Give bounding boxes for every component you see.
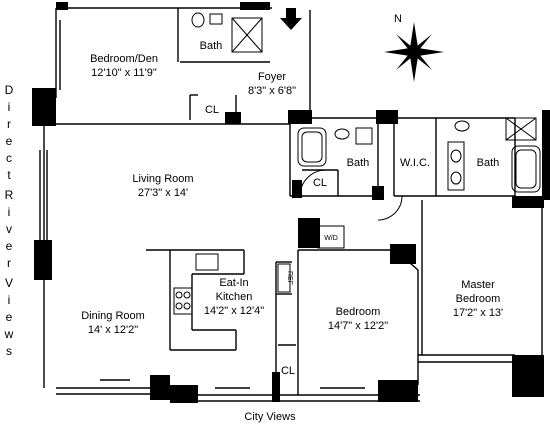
dining-room-name: Dining Room [81, 310, 145, 322]
river-letter: e [6, 134, 13, 148]
river-letter: w [4, 327, 14, 341]
closet-den-label: CL [205, 104, 219, 116]
solid-walls [32, 2, 550, 403]
river-letter: R [5, 188, 14, 202]
river-letter: r [7, 256, 11, 270]
bedroom-den-name: Bedroom/Den [90, 53, 158, 65]
wic-name: W.I.C. [400, 157, 430, 169]
bathtub-icon [297, 127, 327, 167]
bathtub-icon [511, 145, 541, 193]
master-bedroom-size: 17'2" x 13' [453, 307, 503, 319]
bedroom-den-size: 12'10" x 11'9" [91, 67, 157, 79]
river-letter: e [6, 239, 13, 253]
closet-mid-label: CL [313, 177, 327, 189]
city-views-label: City Views [244, 411, 296, 423]
foyer-name: Foyer [258, 71, 286, 83]
kitchen-name-line1: Eat-In [219, 277, 248, 289]
refrigerator-label: REF [286, 271, 293, 285]
closet-bed-label: CL [281, 365, 295, 377]
river-letter: t [7, 168, 11, 182]
fixtures [173, 12, 541, 315]
compass-label: N [394, 13, 402, 25]
living-room-name: Living Room [132, 173, 193, 185]
river-letter: e [6, 310, 13, 324]
compass-rose-icon [384, 22, 444, 82]
toilet-icon [191, 12, 205, 28]
washer-dryer-box [317, 225, 345, 249]
door-swing [299, 169, 327, 197]
river-views-label: D i r e c t R i v e r V i e w s [4, 83, 14, 358]
river-letter: i [8, 100, 11, 114]
toilet-icon [454, 120, 470, 132]
foyer-size: 8'3" x 6'8" [248, 85, 296, 97]
entry-arrow-icon [280, 8, 302, 30]
shower-icon [505, 117, 537, 141]
river-letter: v [6, 222, 12, 236]
sink-icon [209, 13, 223, 25]
bath-mid-name: Bath [347, 157, 370, 169]
refrigerator-box [277, 263, 291, 293]
room-labels: Bedroom/Den 12'10" x 11'9" Bath Foyer 8'… [81, 40, 503, 377]
bath-master-name: Bath [477, 157, 500, 169]
sink-icon [355, 127, 373, 145]
river-letter: i [8, 293, 11, 307]
shower-icon [231, 17, 263, 53]
river-letter: V [5, 276, 13, 290]
dining-room-size: 14' x 12'2" [88, 324, 138, 336]
stove-icon [173, 287, 193, 315]
river-letter: i [8, 205, 11, 219]
bedroom-size: 14'7" x 12'2" [328, 320, 388, 332]
double-sink-icon [447, 141, 465, 191]
toilet-icon [334, 128, 350, 140]
living-room-size: 27'3" x 14' [138, 187, 188, 199]
bath-top-name: Bath [200, 40, 223, 52]
door-swing [377, 195, 403, 221]
master-bedroom-name-line2: Bedroom [456, 293, 501, 305]
washer-dryer-label: W/D [324, 235, 338, 242]
kitchen-sink-icon [195, 253, 219, 271]
master-bedroom-name-line1: Master [461, 279, 495, 291]
kitchen-size: 14'2" x 12'4" [204, 305, 264, 317]
bedroom-name: Bedroom [336, 306, 381, 318]
kitchen-name-line2: Kitchen [216, 291, 253, 303]
river-letter: s [6, 344, 12, 358]
river-letter: c [6, 151, 12, 165]
river-letter: r [7, 117, 11, 131]
river-letter: D [5, 83, 14, 97]
